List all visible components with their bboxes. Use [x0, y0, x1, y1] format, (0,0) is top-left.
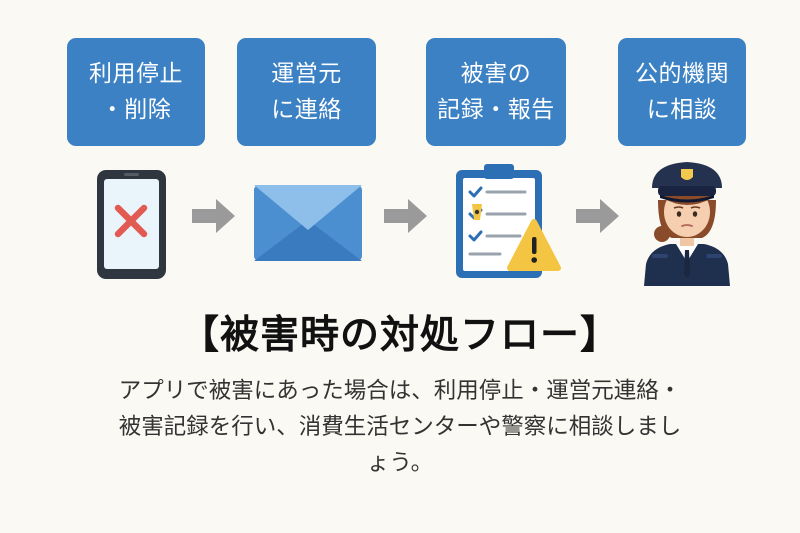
- flow-arrow-icon: [384, 198, 428, 234]
- description-line: ょう。: [366, 450, 434, 476]
- step-label-line1: 利用停止: [89, 61, 183, 87]
- description-text: アプリで被害にあった場合は、利用停止・運営元連絡・ 被害記録を行い、消費生活セン…: [60, 373, 740, 481]
- step-box-stop-delete: 利用停止 ・削除: [67, 38, 205, 146]
- flow-arrow-icon: [192, 198, 236, 234]
- step-label-line1: 被害の: [460, 61, 532, 87]
- step-label-line1: 公的機関: [635, 61, 729, 87]
- envelope-icon: [253, 184, 363, 266]
- diagram-title: 【被害時の対処フロー】: [179, 313, 620, 358]
- smartphone-x-icon: [94, 167, 169, 286]
- description-line: 被害記録を行い、消費生活センターや警察に相談しまし: [118, 414, 682, 440]
- step-box-record-report: 被害の 記録・報告: [426, 38, 566, 146]
- step-box-contact-operator: 運営元 に連絡: [237, 38, 376, 146]
- clipboard-warning-icon: [450, 162, 565, 286]
- flow-arrow-icon: [576, 198, 620, 234]
- description-line: アプリで被害にあった場合は、利用停止・運営元連絡・: [118, 378, 682, 404]
- step-label-line2: に相談: [646, 97, 718, 123]
- step-label-line2: に連絡: [271, 97, 342, 123]
- step-label-line1: 運営元: [271, 61, 342, 87]
- step-label-line2: 記録・報告: [437, 97, 555, 123]
- police-officer-icon: [638, 158, 736, 292]
- step-box-consult-authority: 公的機関 に相談: [618, 38, 746, 146]
- step-label-line2: ・削除: [100, 97, 172, 123]
